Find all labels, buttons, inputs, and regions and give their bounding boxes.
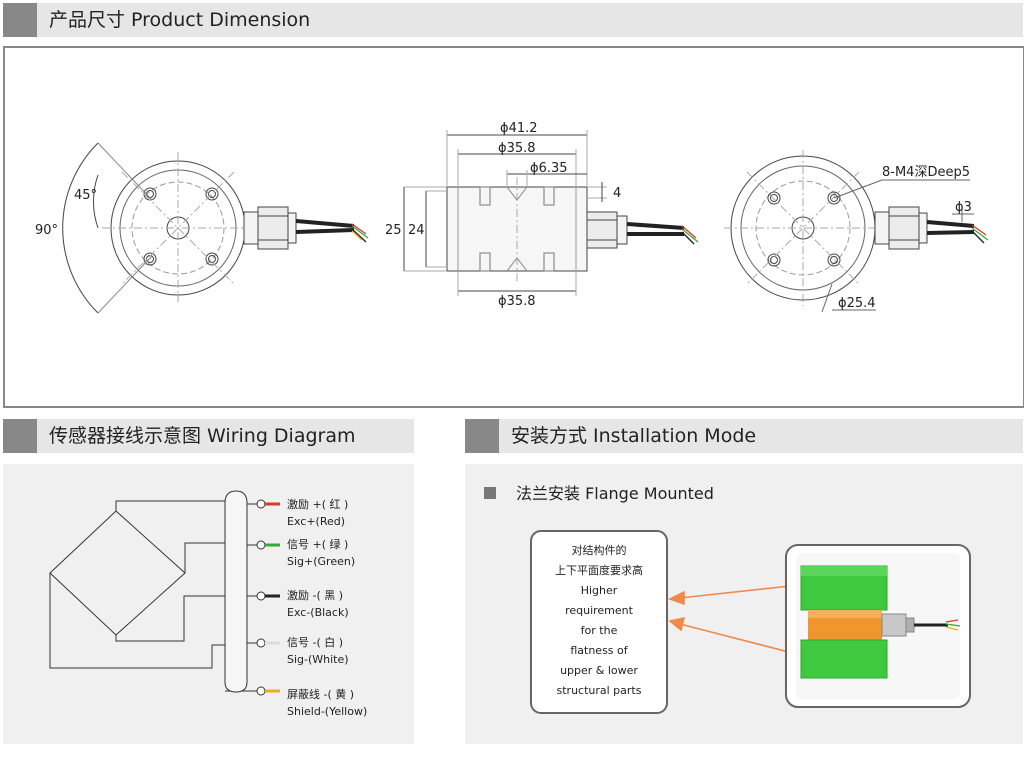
section-title-dimension: 产品尺寸 Product Dimension bbox=[49, 9, 311, 31]
install-panel: 法兰安装 Flange Mounted 对结构件的 上下平面度要求高 Highe… bbox=[465, 464, 1023, 744]
callout-line: 对结构件的 bbox=[572, 543, 627, 557]
wire-label-en: Exc+(Red) bbox=[287, 515, 345, 528]
callout-line: flatness of bbox=[570, 644, 628, 657]
section-title-wiring: 传感器接线示意图 Wiring Diagram bbox=[49, 425, 356, 447]
label-h24: 24 bbox=[408, 223, 425, 238]
callout-line: requirement bbox=[565, 604, 634, 617]
label-angle-45: 45° bbox=[74, 188, 97, 203]
bridge-diamond bbox=[49, 510, 186, 636]
cable-bundle bbox=[224, 490, 248, 693]
callout-line: structural parts bbox=[557, 684, 642, 697]
callout-line: for the bbox=[581, 624, 618, 637]
wire-label-en: Sig-(White) bbox=[287, 653, 349, 666]
dimension-drawing-panel: 45° 90° ϕ41.2 ϕ35.8 ϕ6.35 4 25 24 ϕ35.8 … bbox=[3, 46, 1024, 408]
section-header-wiring: 传感器接线示意图 Wiring Diagram bbox=[3, 419, 414, 453]
callout-line: 上下平面度要求高 bbox=[555, 563, 643, 577]
section-header-dimension: 产品尺寸 Product Dimension bbox=[3, 3, 1023, 37]
install-mode-label: 法兰安装 Flange Mounted bbox=[516, 484, 714, 503]
bullet-square-icon bbox=[484, 487, 496, 499]
wire-label-cn: 激励 +( 红 ) bbox=[287, 497, 348, 511]
wire-terminal-icon bbox=[256, 638, 266, 648]
label-h25: 25 bbox=[385, 223, 402, 238]
wire-terminal-icon bbox=[256, 686, 266, 696]
label-d6-35: ϕ6.35 bbox=[530, 161, 568, 176]
wire-label-en: Exc-(Black) bbox=[287, 606, 349, 619]
section-header-install: 安装方式 Installation Mode bbox=[465, 419, 1023, 453]
label-d35-8-top: ϕ35.8 bbox=[498, 141, 536, 156]
wire-label-en: Sig+(Green) bbox=[287, 555, 355, 568]
dimension-drawing: 45° 90° ϕ41.2 ϕ35.8 ϕ6.35 4 25 24 ϕ35.8 … bbox=[35, 121, 989, 314]
lower-flange bbox=[800, 639, 888, 679]
label-d3: ϕ3 bbox=[955, 200, 972, 215]
wire-label-cn: 激励 -( 黑 ) bbox=[287, 588, 343, 602]
wire-label-cn: 信号 -( 白 ) bbox=[287, 635, 343, 649]
wire-terminal-icon bbox=[256, 540, 266, 550]
wire-label-en: Shield-(Yellow) bbox=[287, 705, 367, 718]
wiring-diagram: 激励 +( 红 ) Exc+(Red) 信号 +( 绿 ) Sig+(Green… bbox=[49, 490, 367, 718]
header-square-icon bbox=[3, 419, 37, 453]
label-h4: 4 bbox=[613, 186, 621, 201]
label-d35-8-bottom: ϕ35.8 bbox=[498, 294, 536, 309]
install-diagram: 法兰安装 Flange Mounted 对结构件的 上下平面度要求高 Highe… bbox=[484, 484, 971, 714]
wire-label-cn: 信号 +( 绿 ) bbox=[287, 537, 348, 551]
callout-box bbox=[530, 530, 668, 714]
label-thread: 8-M4深Deep5 bbox=[882, 165, 970, 180]
label-d41-2: ϕ41.2 bbox=[500, 121, 538, 136]
angle-arc-45 bbox=[92, 174, 99, 229]
angle-arc-90 bbox=[62, 142, 99, 314]
wire-terminal-icon bbox=[256, 499, 266, 509]
wire-terminal-icon bbox=[256, 591, 266, 601]
header-square-icon bbox=[465, 419, 499, 453]
callout-line: upper & lower bbox=[560, 664, 638, 677]
callout-line: Higher bbox=[581, 584, 618, 597]
wiring-panel: 激励 +( 红 ) Exc+(Red) 信号 +( 绿 ) Sig+(Green… bbox=[3, 464, 414, 744]
header-square-icon bbox=[3, 3, 37, 37]
label-d25-4: ϕ25.4 bbox=[838, 296, 876, 311]
section-title-install: 安装方式 Installation Mode bbox=[511, 425, 757, 447]
wire-label-cn: 屏蔽线 -( 黄 ) bbox=[287, 687, 354, 701]
label-angle-90: 90° bbox=[35, 223, 58, 238]
